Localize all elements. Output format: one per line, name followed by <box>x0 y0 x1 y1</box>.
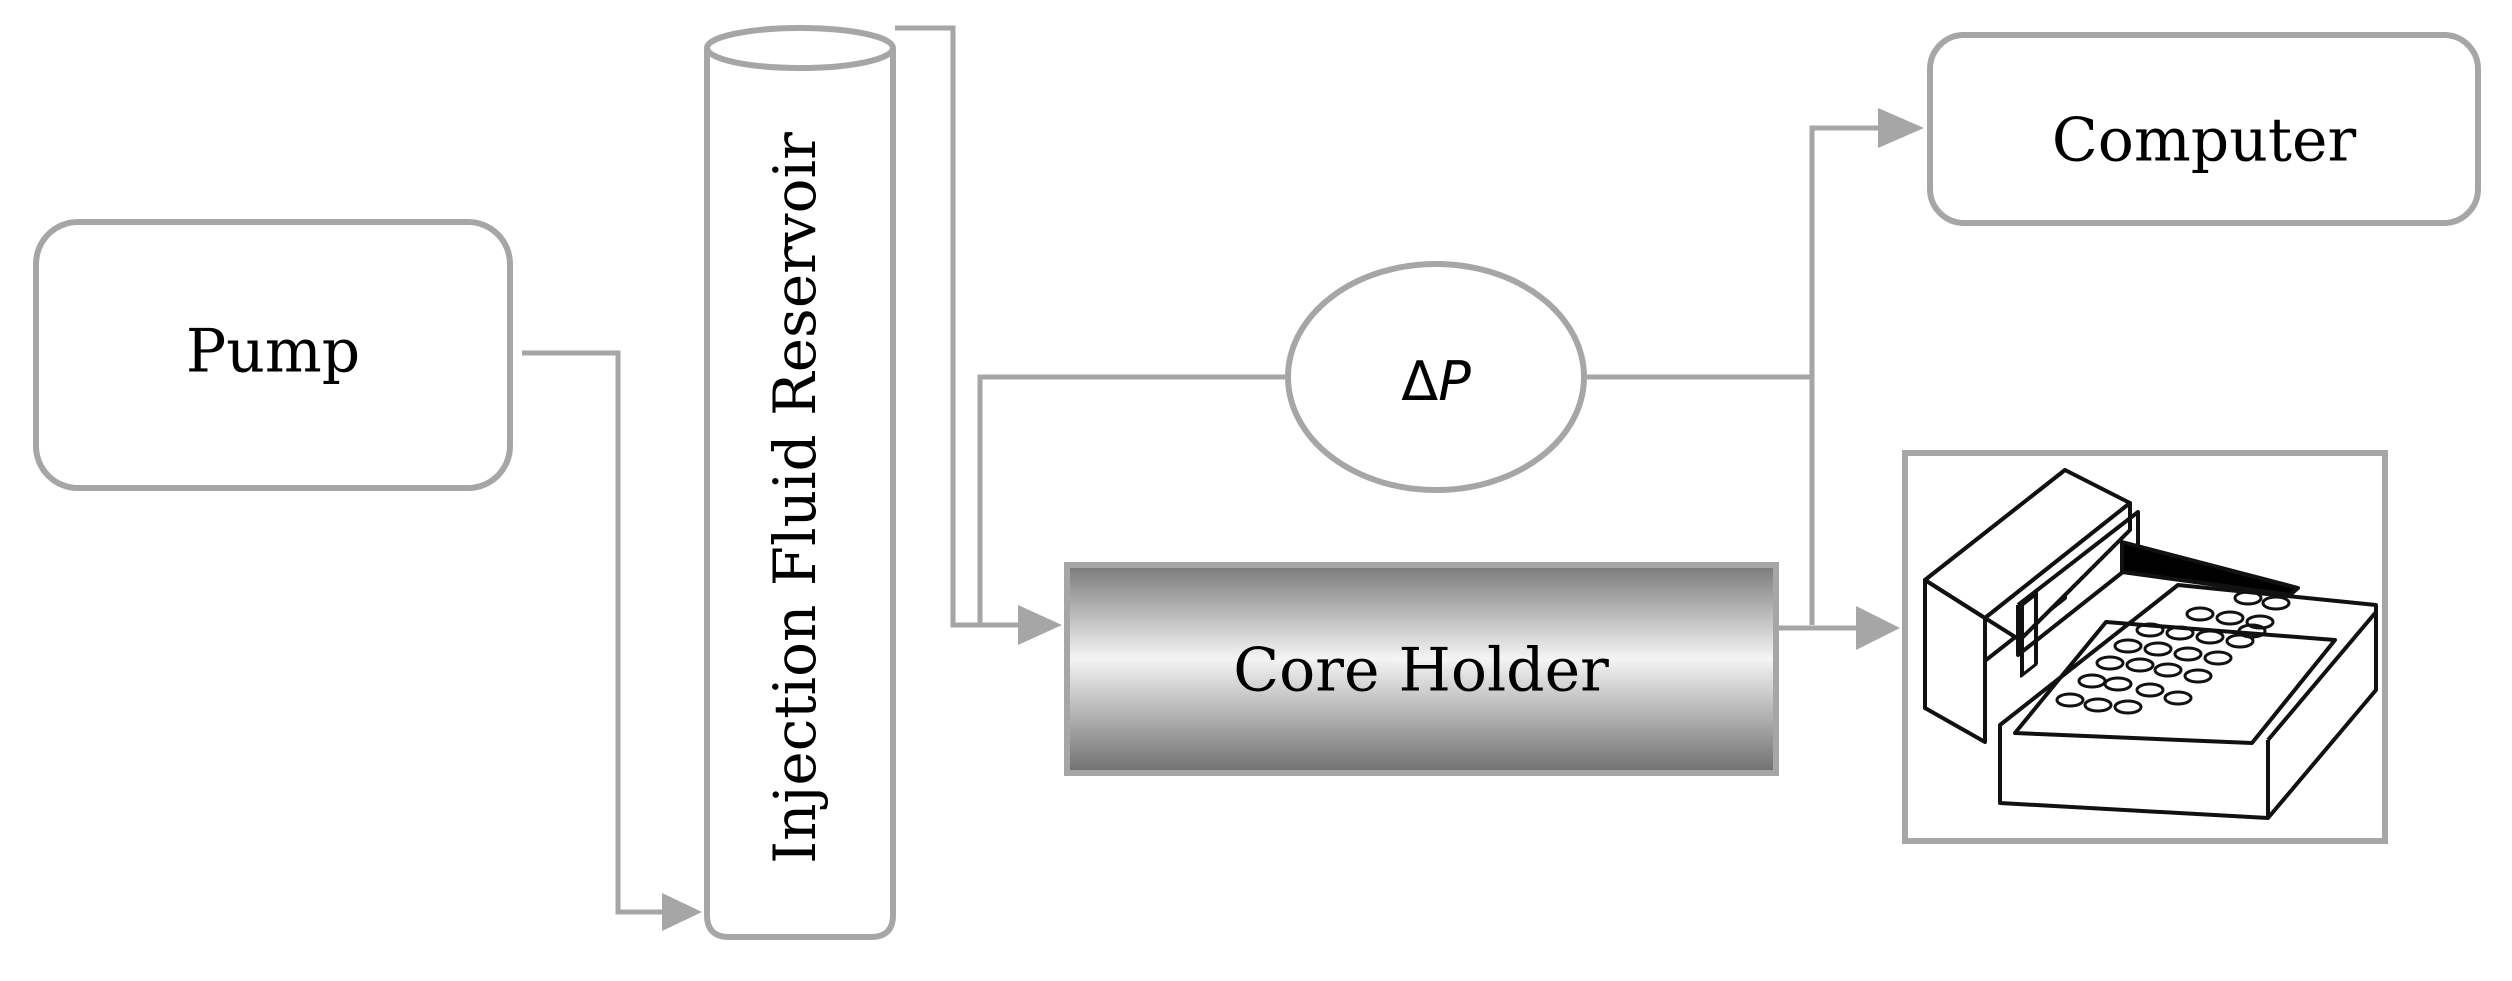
arrow-into-computer <box>1878 108 1924 148</box>
core-holder-box <box>1064 562 1779 776</box>
fraction-collector-icon <box>1923 468 2378 820</box>
arrowheads <box>662 108 1924 931</box>
collector-tubes <box>2055 590 2291 715</box>
pressure-variable: P <box>1438 350 1471 413</box>
arrow-into-collector <box>1856 606 1900 650</box>
pump-to-reservoir-line <box>522 350 668 915</box>
delta-p-node: ΔP <box>1285 261 1587 493</box>
pump-node: Pump <box>33 219 513 491</box>
delta-symbol: Δ <box>1401 350 1438 413</box>
arrow-into-reservoir <box>662 893 702 931</box>
to-computer-line <box>1809 125 1878 625</box>
core-holder-label: Core Holder <box>1233 636 1609 706</box>
reservoir-top-cap <box>704 25 896 71</box>
computer-node: Computer <box>1927 32 2481 226</box>
pump-label: Pump <box>186 317 360 387</box>
reservoir-node: Injection Fluid Reservoir <box>704 25 896 940</box>
reservoir-label: Injection Fluid Reservoir <box>761 132 829 864</box>
collector-slot <box>2020 591 2038 678</box>
arrow-into-core-holder <box>1018 605 1062 645</box>
collector-base-edge <box>2266 610 2378 742</box>
delta-p-ellipse <box>1285 261 1587 493</box>
collector-tray <box>2013 620 2337 745</box>
delta-p-label: ΔP <box>1401 350 1471 413</box>
core-holder-node: Core Holder <box>1064 562 1779 776</box>
connections <box>522 25 1878 915</box>
reservoir-body <box>704 48 896 940</box>
pump-box <box>33 219 513 491</box>
fraction-collector-node <box>1902 450 2388 844</box>
pressure-tap-inlet-line <box>977 374 1290 625</box>
computer-label: Computer <box>2052 106 2357 176</box>
collector-needle <box>2120 540 2300 597</box>
reservoir-outlet-line <box>895 25 1018 628</box>
computer-box <box>1927 32 2481 226</box>
